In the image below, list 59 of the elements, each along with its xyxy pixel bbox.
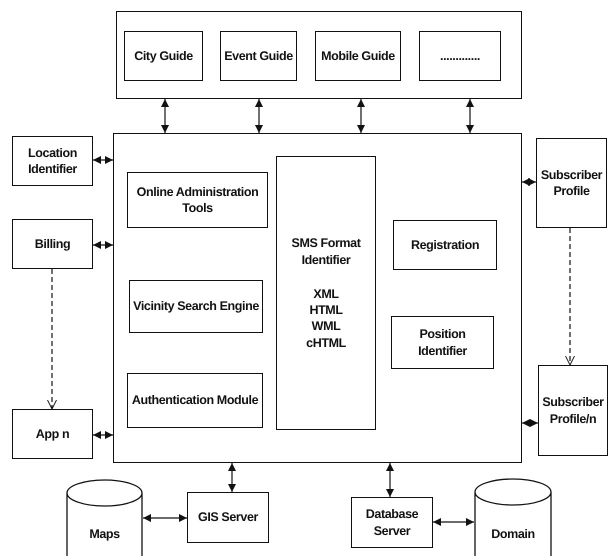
process-box bbox=[315, 31, 401, 81]
process-box bbox=[12, 409, 93, 459]
node-label: Domain bbox=[491, 526, 535, 542]
node-label: Subscriber Profile/n bbox=[541, 394, 605, 427]
arrow bbox=[433, 518, 474, 526]
container-box bbox=[113, 133, 522, 463]
node-label: Authentication Module bbox=[132, 392, 258, 409]
node-label: Mobile Guide bbox=[321, 48, 395, 64]
node-label: Event Guide bbox=[224, 48, 293, 64]
process-box bbox=[538, 365, 608, 456]
process-box bbox=[220, 31, 297, 81]
database-cylinder bbox=[66, 479, 143, 556]
arrow bbox=[522, 178, 536, 186]
process-box bbox=[127, 172, 268, 228]
process-box bbox=[124, 31, 203, 81]
node-label: GIS Server bbox=[198, 509, 258, 526]
format-label: XML bbox=[313, 286, 339, 302]
node-label: Maps bbox=[89, 526, 120, 542]
arrow bbox=[522, 419, 538, 427]
process-box bbox=[393, 220, 497, 270]
arrow bbox=[386, 463, 394, 497]
format-label: WML bbox=[312, 318, 340, 334]
arrow bbox=[228, 463, 236, 492]
process-box bbox=[12, 136, 93, 186]
node-label: SMS Format Identifier bbox=[290, 235, 362, 268]
node-label: App n bbox=[36, 426, 70, 442]
process-box bbox=[12, 219, 93, 269]
arrow bbox=[93, 241, 113, 249]
arrow bbox=[466, 99, 474, 133]
process-box bbox=[419, 31, 501, 81]
process-box bbox=[391, 316, 494, 369]
format-label: cHTML bbox=[306, 334, 346, 351]
node-label: Registration bbox=[410, 236, 480, 254]
process-box bbox=[351, 497, 433, 548]
arrow bbox=[255, 99, 263, 133]
node-label: Vicinity Search Engine bbox=[133, 298, 259, 315]
node-label: Database Server bbox=[364, 506, 420, 539]
arrow bbox=[565, 228, 575, 366]
node-label: Online Administration Tools bbox=[136, 184, 260, 216]
arrow bbox=[161, 99, 169, 133]
container-box bbox=[116, 11, 522, 99]
arrow bbox=[93, 431, 113, 439]
node-label: ............. bbox=[440, 48, 480, 64]
process-box bbox=[276, 156, 376, 430]
database-cylinder bbox=[474, 478, 552, 556]
process-box bbox=[187, 492, 269, 543]
process-box bbox=[129, 280, 263, 333]
node-label: Location Identifier bbox=[27, 144, 78, 178]
node-label: Subscriber Profile bbox=[540, 166, 604, 200]
arrow bbox=[93, 156, 113, 164]
node-label: City Guide bbox=[134, 48, 193, 64]
arrow bbox=[47, 269, 57, 410]
arrow bbox=[143, 514, 187, 522]
format-label: HTML bbox=[309, 302, 343, 318]
node-label: Position Identifier bbox=[417, 326, 468, 359]
process-box bbox=[127, 373, 263, 428]
arrow bbox=[357, 99, 365, 133]
node-label: Billing bbox=[34, 236, 70, 252]
process-box bbox=[536, 138, 607, 228]
